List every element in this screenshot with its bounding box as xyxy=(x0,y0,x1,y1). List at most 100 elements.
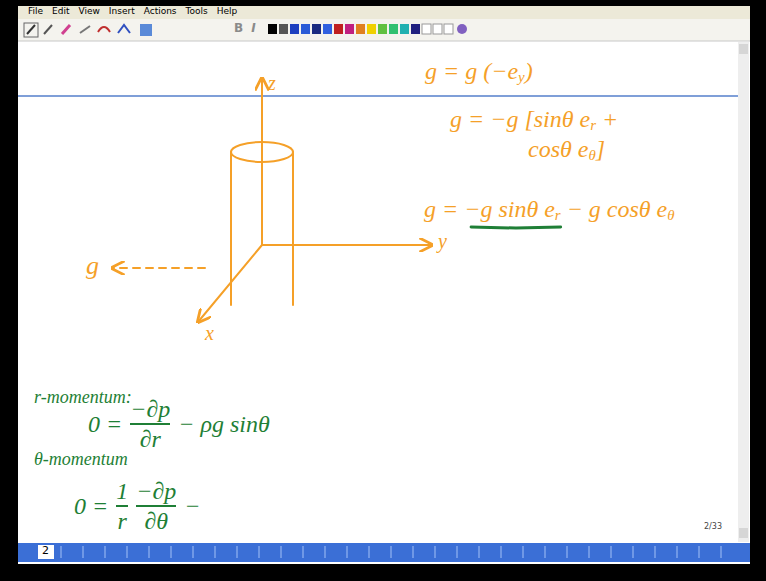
equation: ) xyxy=(525,58,533,84)
color-swatch xyxy=(301,24,310,34)
color-swatch xyxy=(268,24,277,34)
equation-row: g = −g sinθ er− g cosθ eθ xyxy=(424,196,675,222)
toolbar xyxy=(18,19,750,41)
equation: + xyxy=(596,106,618,132)
gravity-label: g xyxy=(86,252,99,281)
menu-item-row: File Edit View Insert Actions Tools Help xyxy=(28,7,237,17)
denominator: r xyxy=(118,508,127,534)
equation-heading: θ-momentum xyxy=(34,450,128,470)
fraction: 1r xyxy=(116,478,128,535)
equation: 0 = xyxy=(88,411,122,437)
menu-item: Actions xyxy=(144,7,177,17)
color-swatch xyxy=(433,24,442,34)
menu-item: Edit xyxy=(52,7,69,17)
color-swatch xyxy=(279,24,288,34)
fraction-bar xyxy=(136,505,176,507)
color-swatch xyxy=(290,24,299,34)
equation-row: g = g (−ey) xyxy=(425,58,533,84)
page-bar-ticks xyxy=(60,546,722,558)
pen-icon xyxy=(27,25,35,34)
emphasis-underline xyxy=(471,227,561,228)
equation: cosθ e xyxy=(528,136,588,162)
color-wheel-icon xyxy=(457,24,467,34)
page-header-line xyxy=(18,95,738,97)
axis-label: z xyxy=(268,72,276,94)
color-swatch xyxy=(334,24,343,34)
pen-icon xyxy=(44,25,52,34)
equation: 0 = xyxy=(74,493,108,519)
axis-label-row: z xyxy=(268,72,276,94)
axis-label-row: y xyxy=(438,230,447,252)
toolbar-border xyxy=(18,41,750,42)
format-button: I xyxy=(251,22,255,35)
gravity-label-row: g xyxy=(86,252,99,281)
lasso-icon xyxy=(98,27,110,32)
cylinder-wall xyxy=(292,152,294,305)
equation-row: 0 = −∂p∂r − ρg sinθ xyxy=(88,396,270,453)
menu-item: Help xyxy=(217,7,238,17)
subscript: r xyxy=(590,117,596,133)
subscript: r xyxy=(555,207,561,223)
numerator: −∂p xyxy=(136,478,176,504)
color-swatch xyxy=(444,24,453,34)
page-counter-row: 2/33 xyxy=(704,523,722,532)
axis-label-row: x xyxy=(205,322,214,344)
select-icon xyxy=(118,25,130,33)
equation: − ρg sinθ xyxy=(178,411,270,437)
color-swatch xyxy=(389,24,398,34)
equation: g = g (−e xyxy=(425,58,518,84)
axis-label: x xyxy=(205,322,214,344)
menu-item: Insert xyxy=(109,7,135,17)
format-button-row: BI xyxy=(234,22,256,35)
menu-item: View xyxy=(79,7,100,17)
equation-heading-row: θ-momentum xyxy=(34,450,128,470)
subscript: θ xyxy=(667,207,674,223)
equation: − xyxy=(184,493,200,519)
scroll-arrow xyxy=(739,44,748,54)
fraction-bar xyxy=(130,423,170,425)
color-swatch xyxy=(323,24,332,34)
eraser-icon xyxy=(80,26,90,33)
color-swatch xyxy=(367,24,376,34)
color-swatch xyxy=(378,24,387,34)
equation: ] xyxy=(596,136,605,162)
equation-row: g = −g [sinθ er+ xyxy=(450,106,618,132)
insert-icon xyxy=(140,24,152,36)
fraction: −∂p∂θ xyxy=(136,478,176,535)
equation: − g cosθ e xyxy=(561,196,668,222)
menu-bar xyxy=(18,6,750,19)
toolbar-icons xyxy=(24,23,467,37)
color-swatch xyxy=(400,24,409,34)
z-axis xyxy=(261,78,263,245)
page-bar xyxy=(18,543,750,562)
menu-item: File xyxy=(28,7,43,17)
highlighter-icon xyxy=(62,25,70,34)
equation: g = −g [sinθ e xyxy=(450,106,590,132)
color-swatch xyxy=(312,24,321,34)
page-tab-number-row: 2 xyxy=(42,545,49,557)
menu-item: Tools xyxy=(186,7,208,17)
equation-heading-row: r-momentum: xyxy=(34,388,132,408)
format-button: B xyxy=(234,22,243,35)
equation-heading: r-momentum: xyxy=(34,388,132,408)
page-tab-number: 2 xyxy=(42,545,49,557)
pen-tool-icon xyxy=(24,23,38,37)
numerator: −∂p xyxy=(130,396,170,422)
page-tab xyxy=(38,545,54,559)
scrollbar xyxy=(738,42,749,542)
cylinder-sketch xyxy=(112,78,432,322)
scroll-arrow xyxy=(739,528,748,538)
x-axis xyxy=(198,245,262,322)
axis-label: y xyxy=(438,230,447,252)
fraction: −∂p∂r xyxy=(130,396,170,453)
color-swatch xyxy=(422,24,431,34)
color-swatch xyxy=(411,24,420,34)
app-window xyxy=(18,6,750,564)
fraction-bar xyxy=(116,505,128,507)
color-swatch xyxy=(345,24,354,34)
equation-row: 0 = 1r−∂p∂θ− xyxy=(74,478,200,535)
color-swatch xyxy=(356,24,365,34)
equation-row: cosθ eθ] xyxy=(528,136,605,162)
y-axis xyxy=(262,244,432,246)
